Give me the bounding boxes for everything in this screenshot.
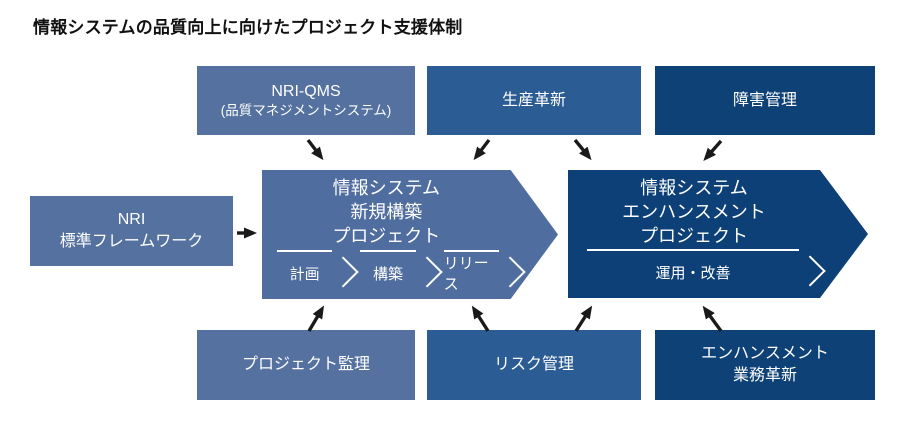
process-new-line1: 情報システム xyxy=(332,178,441,198)
box-enhancement-kakushin: エンハンスメント 業務革新 xyxy=(655,330,875,400)
arrow-seisan-to-newproject xyxy=(473,138,491,161)
stage-chevron-icon xyxy=(411,256,443,288)
process-new-line3: プロジェクト xyxy=(332,225,441,246)
stage-chevron-icon xyxy=(327,256,360,288)
box-seisan-label: 生産革新 xyxy=(501,91,566,109)
box-shogai-label: 障害管理 xyxy=(732,91,797,109)
stage-chevron-icon xyxy=(494,256,526,288)
box-enhancement-line2: 業務革新 xyxy=(732,367,797,384)
arrow-enhbox-to-enhancement xyxy=(702,305,723,332)
diagram-title: 情報システムの品質向上に向けたプロジェクト支援体制 xyxy=(33,18,463,37)
box-nri-framework-line1: NRI xyxy=(117,211,146,229)
arrow-risk-to-enhancement xyxy=(574,305,593,332)
process-new-construction-title: 情報システム 新規構築 プロジェクト xyxy=(262,177,511,249)
box-nri-qms: NRI-QMS (品質マネジメントシステム) xyxy=(197,66,415,135)
arrow-nriqms-to-newproject xyxy=(306,138,324,161)
box-nri-framework-line2: 標準フレームワーク xyxy=(59,233,204,250)
box-nri-framework: NRI 標準フレームワーク xyxy=(30,196,233,266)
box-enhancement-line1: エンハンスメント xyxy=(701,345,829,363)
stage-operate-improve: 運用・改善 xyxy=(587,249,799,293)
process-enh-line2: エンハンスメント xyxy=(622,201,766,222)
process-enhancement-stage-band: 運用・改善 xyxy=(584,249,826,293)
arrow-risk-to-newproject xyxy=(471,305,490,332)
stage-release: リリース xyxy=(443,250,499,294)
process-new-stage-band: 計画 構築 リリース xyxy=(274,250,526,294)
stage-build: 構築 xyxy=(360,250,416,294)
box-project-kanri-label: プロジェクト監理 xyxy=(241,356,370,374)
process-new-line2: 新規構築 xyxy=(350,201,423,222)
stage-chevron-icon xyxy=(794,255,826,287)
process-enh-line1: 情報システム xyxy=(640,178,748,198)
box-nri-qms-label: NRI-QMS xyxy=(271,82,341,100)
process-enh-line3: プロジェクト xyxy=(640,225,748,246)
process-enhancement-title: 情報システム エンハンスメント プロジェクト xyxy=(568,177,820,249)
process-enhancement: 情報システム エンハンスメント プロジェクト 運用・改善 xyxy=(568,170,868,298)
box-project-kanri: プロジェクト監理 xyxy=(197,330,415,400)
arrow-shogai-to-enhancement xyxy=(703,139,723,161)
box-shogai-kanri: 障害管理 xyxy=(655,66,875,135)
box-nri-qms-sublabel: (品質マネジメントシステム) xyxy=(220,103,392,119)
box-seisan-kakushin: 生産革新 xyxy=(427,66,641,135)
arrow-seisan-to-enhancement xyxy=(573,138,592,161)
box-risk-kanri: リスク管理 xyxy=(427,330,641,400)
box-risk-kanri-label: リスク管理 xyxy=(493,356,574,374)
process-new-construction: 情報システム 新規構築 プロジェクト 計画 構築 リリース xyxy=(262,170,558,299)
arrow-kanri-to-newproject xyxy=(307,305,325,332)
stage-plan: 計画 xyxy=(277,250,333,294)
